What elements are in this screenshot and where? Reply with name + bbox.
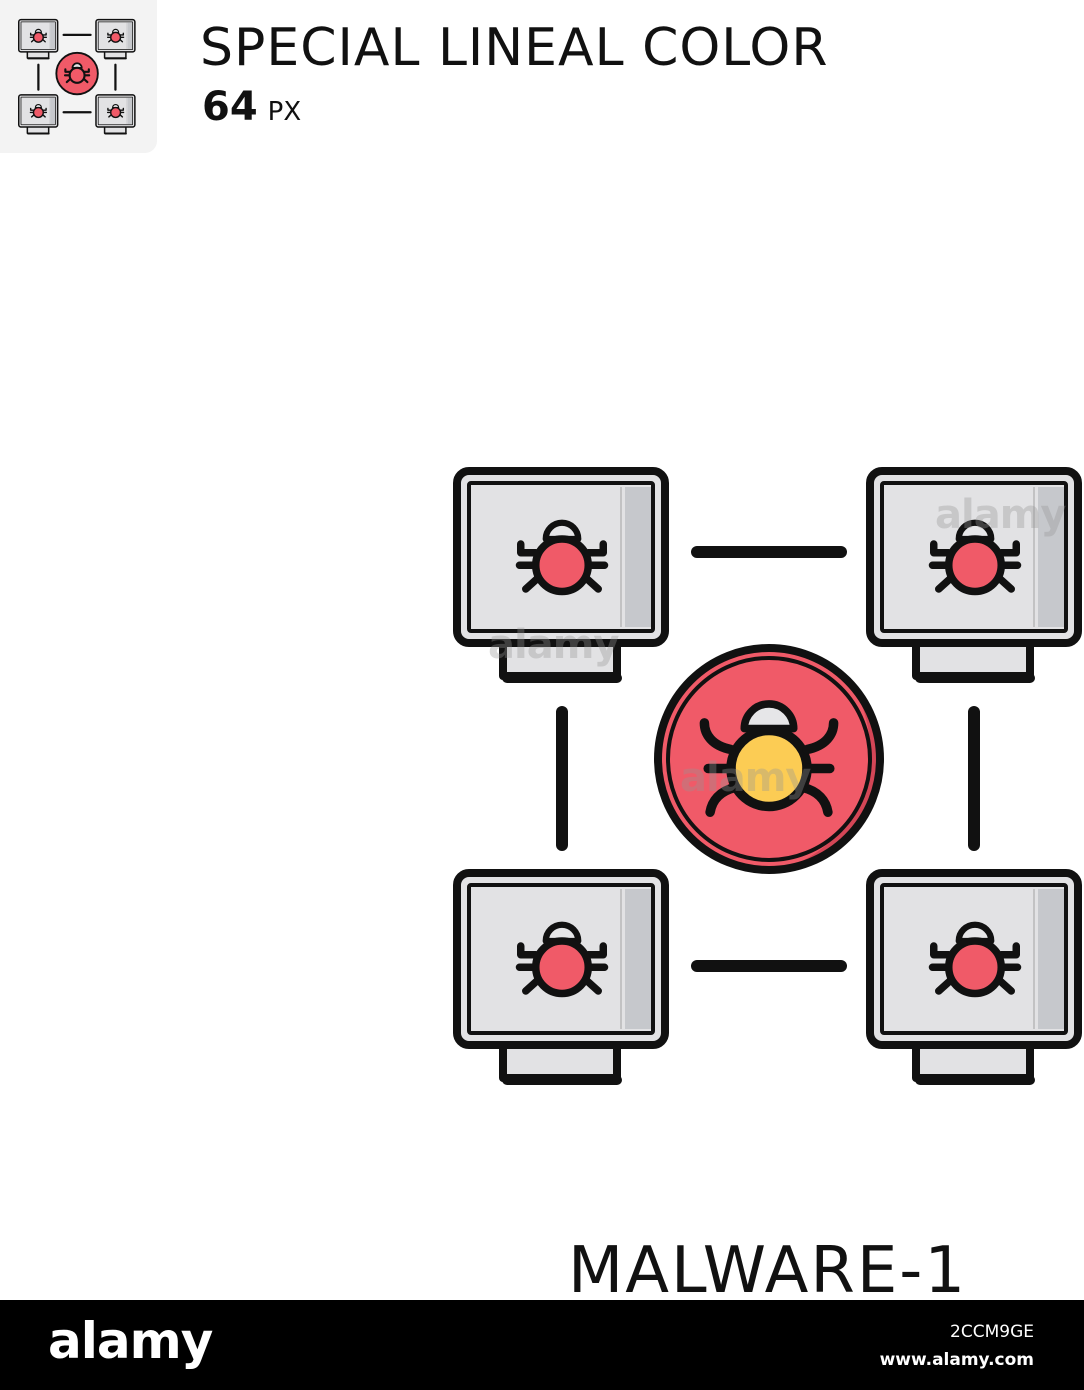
monitor-bottom-left [457, 873, 665, 1080]
stock-id: 2CCM9GE [950, 1322, 1034, 1342]
malware-thumbnail-icon [18, 18, 136, 136]
malware-network-icon [453, 467, 1084, 1088]
size-value: 64 [202, 84, 258, 130]
brand-logo: alamy [48, 1312, 213, 1370]
site-url: www.alamy.com [879, 1350, 1034, 1370]
monitor-bottom-right [870, 873, 1078, 1080]
size-unit: PX [267, 97, 302, 127]
icon-name: MALWARE-1 [568, 1234, 968, 1308]
monitor-top-left [457, 471, 665, 678]
icon-size: 64 PX [202, 84, 301, 130]
monitor-top-right [870, 471, 1078, 678]
core-bug-circle [654, 644, 884, 874]
page-title: SPECIAL LINEAL COLOR [200, 18, 829, 78]
footer-bar: alamy 2CCM9GE www.alamy.com [0, 1300, 1084, 1390]
icon-thumbnail [0, 0, 157, 153]
